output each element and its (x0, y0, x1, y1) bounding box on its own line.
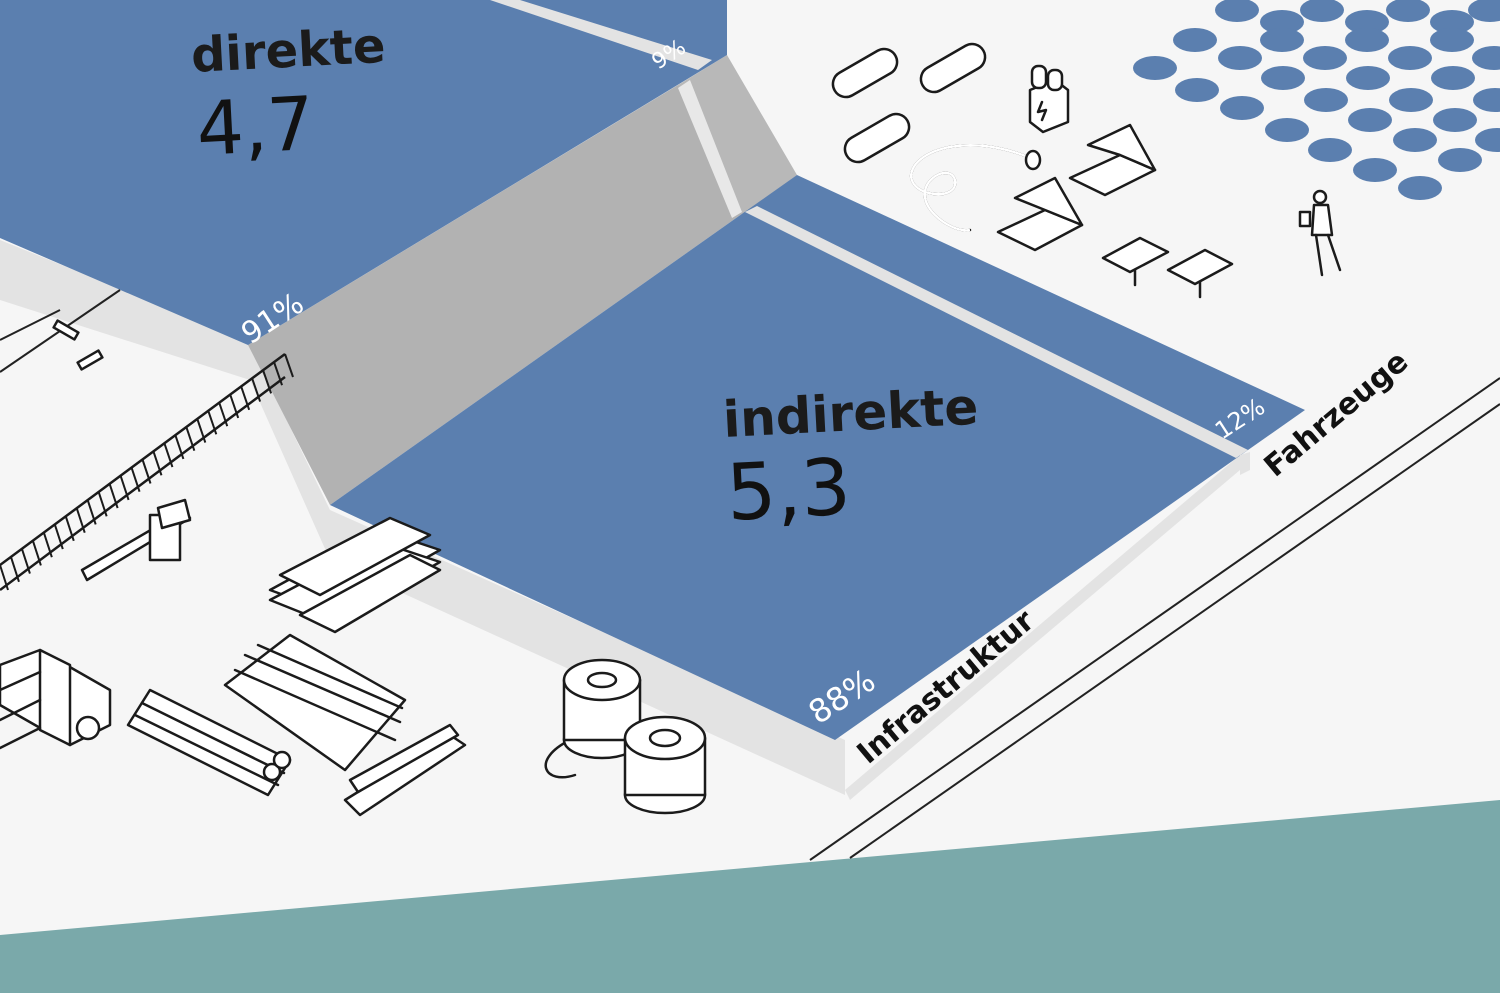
dot (1468, 0, 1500, 22)
rail-tie (42, 532, 53, 558)
axis-baseline-inner (849, 403, 1500, 859)
rail-tie (10, 556, 20, 583)
rail-tie (97, 491, 108, 517)
block-direkte-divider (490, 0, 712, 70)
dot (1438, 148, 1482, 172)
rail-tie (218, 402, 229, 427)
seat-icon (996, 123, 1157, 252)
person-with-tablet-icon (1298, 189, 1342, 277)
dot (1348, 108, 1392, 132)
block-indirekte (330, 175, 1305, 740)
rail-tie (130, 467, 141, 493)
dot (1304, 88, 1348, 112)
rail (0, 375, 286, 592)
dot (1220, 96, 1264, 120)
rail-tie (251, 378, 262, 402)
value-direkte: 4,7 (194, 81, 316, 173)
step-riser (248, 85, 797, 505)
dot (1430, 28, 1474, 52)
dot (1173, 28, 1217, 52)
label-direkte: direkte (190, 18, 387, 84)
block-direkte (0, 0, 727, 345)
axis-baseline-outer (809, 377, 1500, 861)
block-shadow (0, 240, 845, 795)
block-shadow-edge (845, 455, 1240, 800)
rail-tie (262, 369, 273, 394)
pipe-bundle-icon (126, 688, 292, 797)
rail-tie (20, 548, 31, 574)
lumber-stack-icon (223, 633, 467, 817)
rail-tie (119, 475, 130, 501)
dot (1133, 56, 1177, 80)
dot (1261, 66, 1305, 90)
rail-tie (185, 426, 196, 452)
value-indirekte: 5,3 (724, 443, 853, 539)
charging-cable-icon (910, 144, 1042, 232)
dot (1386, 0, 1430, 22)
dot (1353, 158, 1397, 182)
rail-tie (207, 410, 218, 435)
rail-tie (53, 524, 64, 550)
dot (1345, 28, 1389, 52)
dot (1218, 46, 1262, 70)
rail-tie (141, 459, 152, 484)
dot (1398, 176, 1442, 200)
rail-tie (108, 483, 119, 509)
rail-tie (75, 507, 86, 533)
rail-tie (163, 442, 174, 468)
dot (1389, 88, 1433, 112)
marker-icon (76, 349, 104, 371)
rail-tie (174, 434, 185, 460)
dot (1265, 118, 1309, 142)
rail-tie (86, 499, 97, 525)
marker-icon (52, 319, 80, 341)
table-icon (1101, 236, 1234, 299)
wire-spool-icon (544, 658, 707, 815)
dot (1431, 66, 1475, 90)
rail-track-icon (0, 352, 294, 592)
rail-tie (240, 386, 251, 411)
truck-icon (0, 648, 112, 750)
dot (1388, 46, 1432, 70)
dot (1303, 46, 1347, 70)
dot (1215, 0, 1259, 22)
dot (1475, 128, 1500, 152)
dot (1472, 46, 1500, 70)
dot (1473, 88, 1500, 112)
battery-pack-icon (1028, 64, 1070, 134)
dot (1430, 10, 1474, 34)
dot-pattern (1133, 0, 1500, 200)
dot (1308, 138, 1352, 162)
dot (1260, 28, 1304, 52)
dot (1433, 108, 1477, 132)
rail-tie (196, 418, 207, 443)
rail-tie (64, 515, 75, 542)
step-riser-highlight (678, 80, 742, 218)
profile-beams-icon (268, 516, 442, 634)
rail-tie (273, 361, 283, 386)
dot (1346, 66, 1390, 90)
label-indirekte: indirekte (722, 378, 980, 449)
rail-tie (31, 540, 42, 566)
block-indirekte-divider (745, 206, 1248, 458)
barrier-gate-icon (80, 498, 192, 582)
track-line (0, 309, 61, 341)
rail-tie (284, 353, 294, 378)
dot (1345, 10, 1389, 34)
rail-tie (229, 394, 240, 419)
chain-link-icon (831, 42, 987, 164)
dot (1175, 78, 1219, 102)
dot (1300, 0, 1344, 22)
block-indirekte-edge (1240, 452, 1250, 475)
dot (1260, 10, 1304, 34)
rail-tie (152, 451, 163, 476)
dot (1393, 128, 1437, 152)
step-riser-top (678, 55, 797, 215)
rail-tie (0, 564, 9, 591)
